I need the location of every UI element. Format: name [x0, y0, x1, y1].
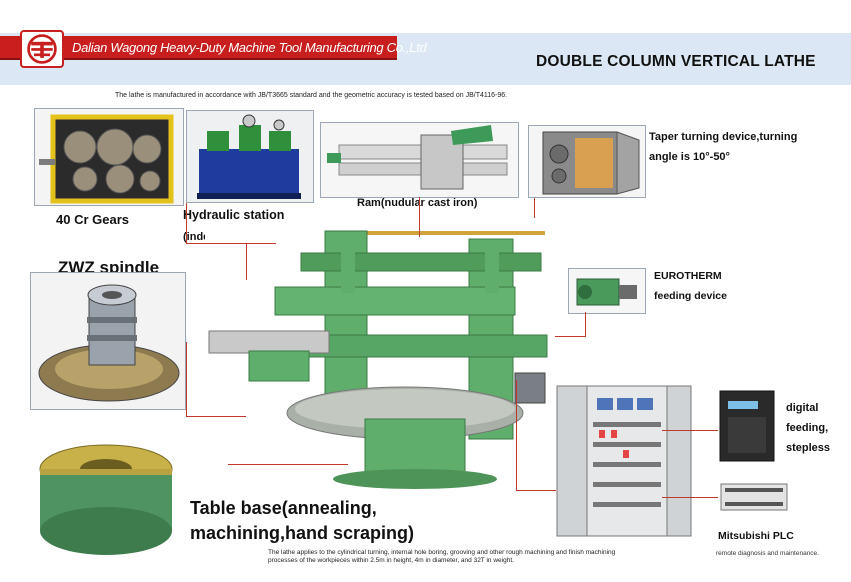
page-title: DOUBLE COLUMN VERTICAL LATHE — [536, 53, 816, 70]
connector-spindle-h — [186, 416, 246, 417]
hydraulic-caption-1: Hydraulic station — [183, 208, 285, 222]
digital-feeding-photo — [716, 387, 778, 465]
connector-plc — [662, 497, 718, 498]
digital-caption-2: feeding, — [786, 422, 829, 434]
connector-eurotherm — [555, 336, 585, 337]
connector-hydraulic — [246, 244, 247, 280]
connector-ram — [419, 197, 420, 237]
connector-table — [228, 464, 348, 465]
company-name: Dalian Wagong Heavy-Duty Machine Tool Ma… — [72, 40, 427, 55]
taper-device-photo — [528, 125, 646, 198]
gears-caption: 40 Cr Gears — [56, 212, 129, 227]
eurotherm-caption-2: feeding device — [654, 290, 727, 302]
ram-photo — [320, 122, 519, 198]
vertical-lathe-photo — [205, 223, 557, 490]
connector-spindle — [186, 342, 187, 417]
connector-digital — [662, 430, 718, 431]
taper-caption-2: angle is 10°-50° — [649, 151, 730, 163]
application-note: The lathe applies to the cylindrical tur… — [268, 549, 616, 564]
gears-photo — [34, 108, 184, 206]
eurotherm-caption-1: EUROTHERM — [654, 270, 722, 282]
taper-caption-1: Taper turning device,turning — [649, 131, 798, 143]
hydraulic-station-photo — [186, 110, 314, 203]
connector-gears-h — [186, 243, 276, 244]
table-base-caption-2: machining,hand scraping) — [190, 523, 415, 543]
table-base-photo — [30, 439, 182, 564]
spindle-photo — [30, 272, 186, 410]
table-base-caption-1: Table base(annealing, — [190, 498, 377, 518]
company-logo — [20, 30, 64, 68]
control-cabinet-photo — [553, 382, 695, 540]
connector-gears — [186, 203, 187, 243]
ram-caption: Ram(nudular cast iron) — [357, 197, 478, 209]
plc-caption: Mitsubishi PLC — [718, 530, 794, 542]
standard-note: The lathe is manufactured in accordance … — [115, 92, 508, 99]
connector-eurotherm-v — [585, 312, 586, 337]
connector-cabinet — [516, 380, 517, 490]
eurotherm-photo — [568, 268, 646, 314]
digital-caption-1: digital — [786, 402, 819, 414]
digital-caption-3: stepless — [786, 442, 831, 454]
remote-note: remote diagnosis and maintenance. — [716, 550, 819, 557]
company-banner — [0, 36, 397, 60]
connector-taper — [534, 198, 535, 218]
plc-photo — [717, 474, 791, 522]
connector-cabinet-h — [516, 490, 556, 491]
